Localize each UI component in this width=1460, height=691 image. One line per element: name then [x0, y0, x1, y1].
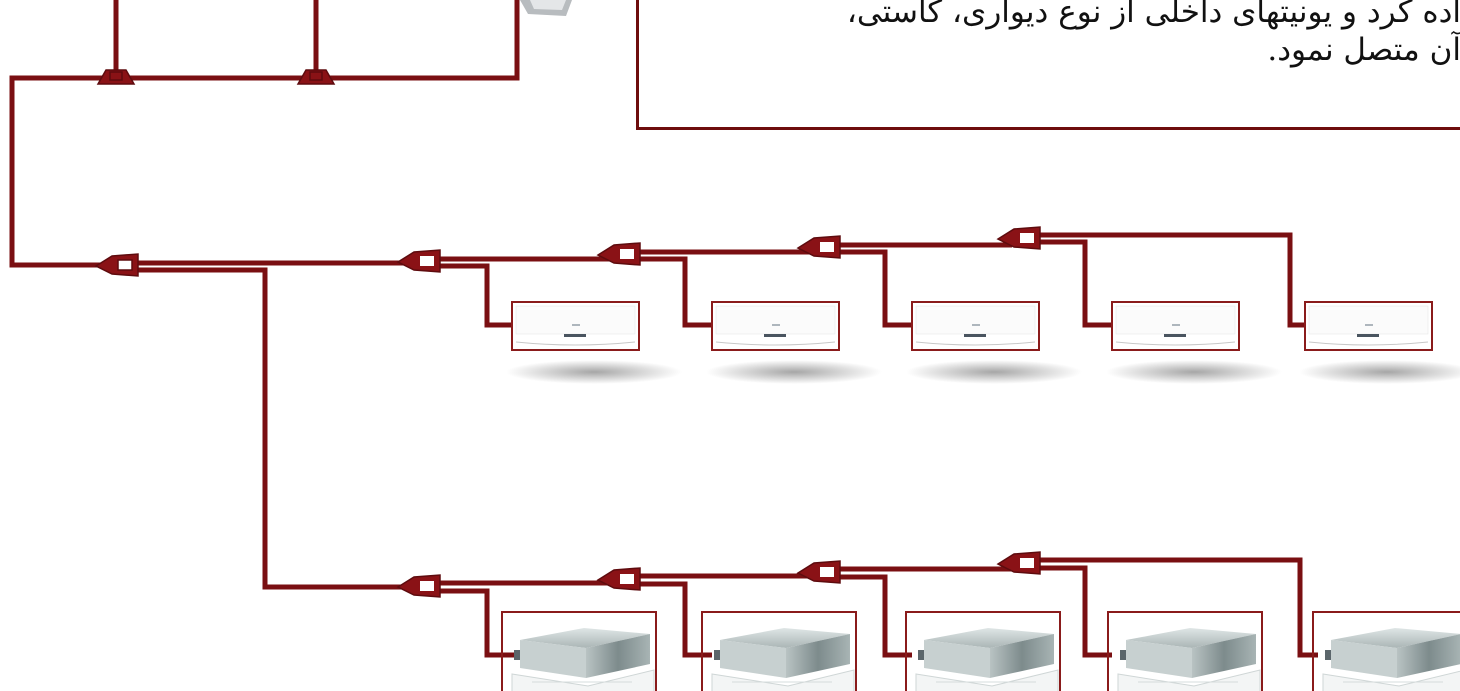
- description-textbox: اده کرد و یونیتهای داخلی از نوع دیواری، …: [636, 0, 1460, 130]
- refnet-joint-icon: [94, 253, 139, 277]
- wall-mounted-ac-unit-icon: [906, 301, 1082, 384]
- ceiling-cassette-ac-unit-icon: [905, 611, 1061, 691]
- refnet-joint-icon: [396, 249, 441, 273]
- refnet-joint-icon: [396, 574, 441, 598]
- refnet-joints: [94, 69, 1041, 598]
- ceiling-cassette-ac-unit-icon: [501, 611, 657, 691]
- ceiling-cassette-ac-unit-icon: [1312, 611, 1460, 691]
- wall-units-row: [506, 301, 1460, 384]
- description-line-2: آن متصل نمود.: [1267, 32, 1460, 68]
- refnet-joint-icon: [996, 226, 1041, 250]
- wall-mounted-ac-unit-icon: [706, 301, 882, 384]
- wall-mounted-ac-unit-icon: [1106, 301, 1282, 384]
- refnet-joint-icon: [596, 242, 641, 266]
- outdoor-unit-partial: [520, 0, 572, 16]
- wall-mounted-ac-unit-icon: [1299, 301, 1460, 384]
- refnet-joint-icon: [596, 567, 641, 591]
- wall-mounted-ac-unit-icon: [506, 301, 682, 384]
- refnet-joint-icon: [296, 69, 336, 85]
- refnet-joint-icon: [796, 235, 841, 259]
- refnet-joint-icon: [996, 551, 1041, 575]
- refnet-joint-icon: [96, 69, 136, 85]
- cassette-units-row: [501, 611, 1460, 691]
- refnet-joint-icon: [796, 560, 841, 584]
- description-line-1: اده کرد و یونیتهای داخلی از نوع دیواری، …: [846, 0, 1460, 30]
- pipe-network: [9, 0, 1318, 658]
- ceiling-cassette-ac-unit-icon: [701, 611, 857, 691]
- ceiling-cassette-ac-unit-icon: [1107, 611, 1263, 691]
